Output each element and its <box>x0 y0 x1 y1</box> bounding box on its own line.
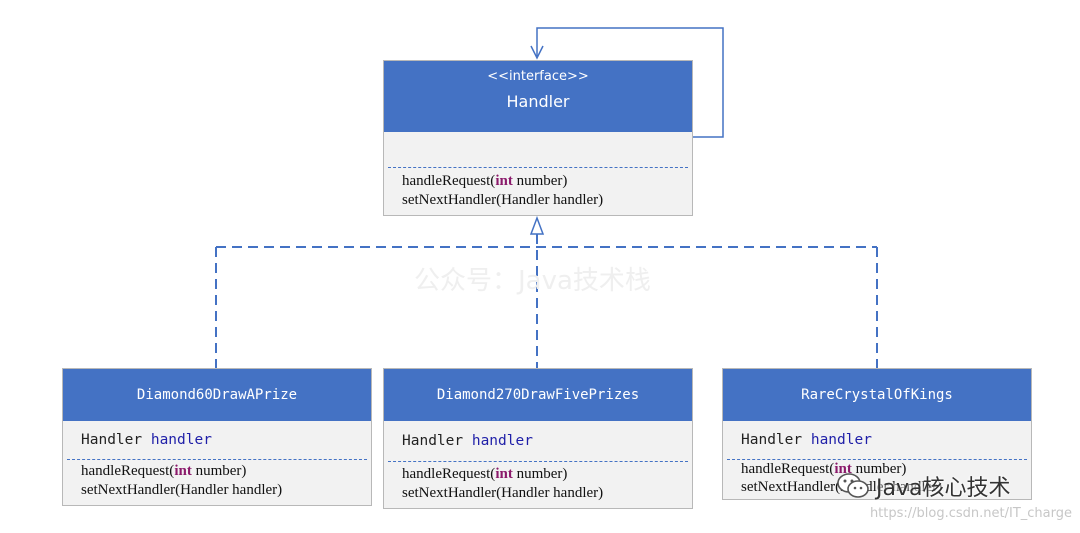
class-method-handle-request: handleRequest(int number) <box>741 461 907 477</box>
watermark-text: 公众号：Java技术栈 <box>414 266 651 296</box>
interface-divider <box>388 167 688 168</box>
class-method-set-next-handler: setNextHandler(Handler handler) <box>402 485 604 501</box>
interface-method-handle-request: handleRequest(int number) <box>402 173 568 189</box>
class-method-set-next-handler: setNextHandler(Handler handler) <box>81 482 283 498</box>
self-association-arrowhead <box>530 45 544 60</box>
interface-attributes <box>384 132 692 167</box>
brand-text: Java核心技术 <box>876 476 1011 501</box>
class-field: Handler handler <box>741 432 872 448</box>
class-name: Diamond60DrawAPrize <box>136 387 298 403</box>
class-divider <box>727 459 1027 460</box>
realization-arrowhead <box>529 215 545 235</box>
interface-handler[interactable]: <<interface>> Handler handleRequest(int … <box>383 60 693 216</box>
class-method-handle-request: handleRequest(int number) <box>81 463 247 479</box>
class-name: Diamond270DrawFivePrizes <box>436 387 640 403</box>
class-header: Diamond270DrawFivePrizes <box>384 369 692 421</box>
class-divider <box>67 459 367 460</box>
source-url: https://blog.csdn.net/IT_charge <box>869 506 1072 521</box>
interface-header: <<interface>> Handler <box>384 61 692 132</box>
class-rare-crystal-of-kings[interactable]: RareCrystalOfKings Handler handler handl… <box>722 368 1032 500</box>
self-association-line <box>536 27 724 138</box>
interface-methods: handleRequest(int number) setNextHandler… <box>384 168 692 210</box>
class-header: Diamond60DrawAPrize <box>63 369 371 421</box>
interface-name: Handler <box>506 92 570 111</box>
class-name: RareCrystalOfKings <box>801 387 953 403</box>
class-methods: handleRequest(int number) setNextHandler… <box>63 460 371 500</box>
class-divider <box>388 461 688 462</box>
class-field: Handler handler <box>81 432 212 448</box>
interface-method-set-next-handler: setNextHandler(Handler handler) <box>402 192 604 208</box>
class-header: RareCrystalOfKings <box>723 369 1031 421</box>
class-method-handle-request: handleRequest(int number) <box>402 466 568 482</box>
brand-watermark: Java核心技术 <box>836 470 1010 502</box>
class-diamond60-draw-a-prize[interactable]: Diamond60DrawAPrize Handler handler hand… <box>62 368 372 506</box>
interface-stereotype: <<interface>> <box>487 69 589 84</box>
class-diamond270-draw-five-prizes[interactable]: Diamond270DrawFivePrizes Handler handler… <box>383 368 693 509</box>
class-field: Handler handler <box>402 433 533 449</box>
class-methods: handleRequest(int number) setNextHandler… <box>384 462 692 503</box>
wechat-icon <box>837 473 869 498</box>
